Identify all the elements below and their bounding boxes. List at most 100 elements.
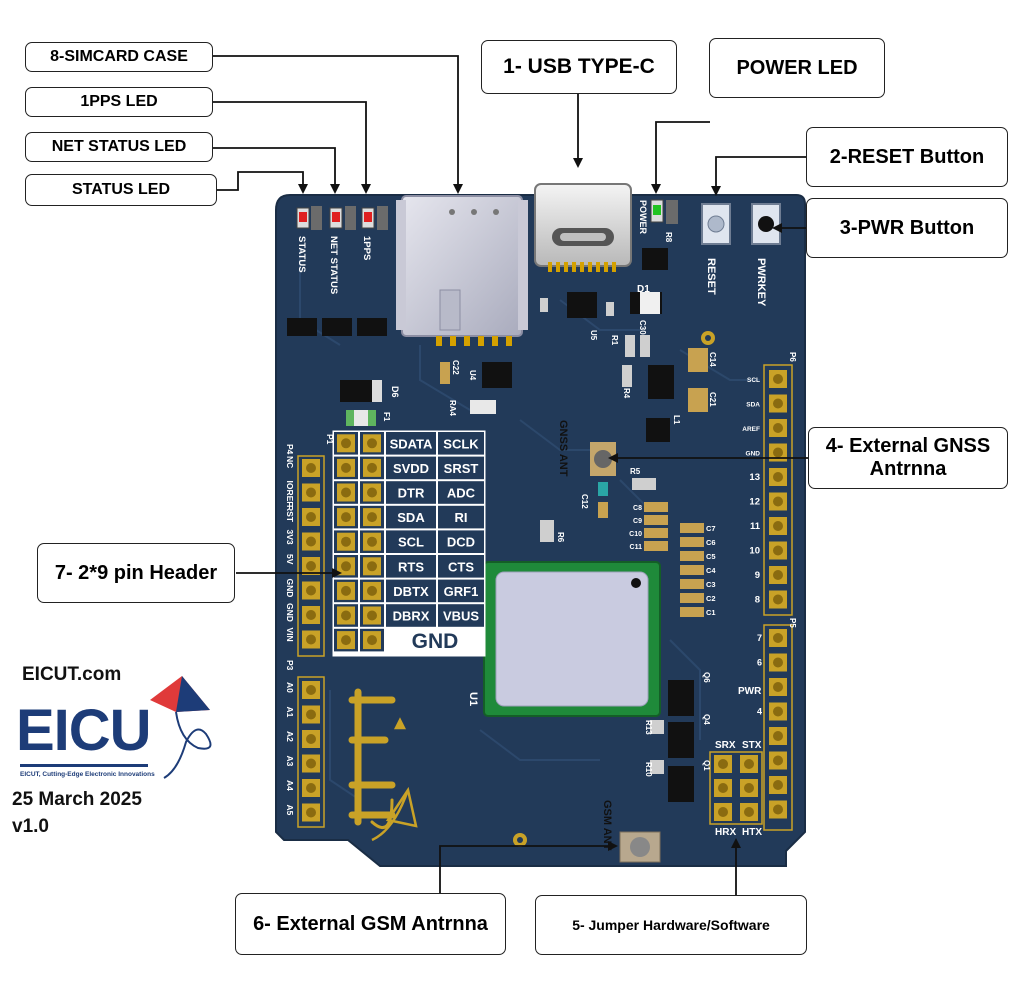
jumper-block — [709, 751, 763, 825]
leader-net-status — [212, 147, 340, 194]
p6-label: 13 — [749, 472, 760, 483]
p5-pin-1-hole — [773, 633, 783, 643]
callout-gsm-antenna: 6- External GSM Antrnna — [235, 893, 506, 955]
header-label-cell — [386, 579, 436, 603]
p3-label: A4 — [285, 780, 295, 791]
p4-label: NC — [285, 456, 295, 468]
p3-pin-3-hole — [306, 734, 316, 744]
header-label-cell — [386, 604, 436, 627]
header-pin-label: SDATA — [390, 436, 433, 451]
silk-r6: R6 — [556, 532, 565, 543]
brand-version: v1.0 — [12, 816, 49, 837]
header-label-cell — [386, 432, 436, 455]
cap-right-label: C4 — [706, 566, 716, 575]
p6-pin-9-hole — [773, 570, 783, 580]
silk-d6: D6 — [390, 386, 400, 398]
p4-label: VIN — [285, 628, 295, 642]
callout-reset-button: 2-RESET Button — [806, 127, 1008, 187]
leader-simcard — [212, 55, 463, 194]
jumper-pin-2-0-hole — [718, 807, 728, 817]
reset-button-part — [701, 203, 731, 245]
p6-pin-3-hole — [773, 423, 783, 433]
callout-jumper-text: 5- Jumper Hardware/Software — [572, 916, 770, 933]
header-p5 — [763, 624, 793, 831]
callout-usb-typec-text: 1- USB TYPE-C — [503, 54, 655, 78]
p5-label: 4 — [757, 707, 762, 717]
p5-labels: 764 — [757, 633, 762, 717]
p6-pin-10-hole — [773, 594, 783, 605]
leader-power-led — [651, 121, 710, 194]
p4-pin-6-hole — [306, 585, 316, 596]
p5-pin-3-hole — [773, 682, 783, 692]
callout-reset-button-text: 2-RESET Button — [829, 145, 985, 168]
silk-srx: SRX — [715, 740, 736, 751]
callout-pwr-button: 3-PWR Button — [806, 198, 1008, 258]
cap-mid — [644, 515, 668, 525]
p4-label: RST — [285, 505, 295, 523]
brand-site: EICUT.com — [22, 664, 122, 685]
cap-right — [680, 551, 704, 561]
cap-right-label: C2 — [706, 594, 716, 603]
p4-label: GND — [285, 579, 295, 598]
callout-status-led: STATUS LED — [25, 174, 217, 206]
p6-label: 10 — [749, 546, 760, 557]
jumper-pin-1-0-hole — [718, 783, 728, 793]
header-pin-a8-hole — [341, 610, 351, 621]
silk-gnss-ant: GNSS ANT — [557, 420, 569, 477]
header-label-cell — [438, 432, 484, 455]
cap-right — [680, 565, 704, 575]
header-label-cell — [386, 530, 436, 553]
header-pin-label: GRF1 — [444, 584, 479, 599]
leader-reset — [711, 156, 808, 196]
p6-label: GND — [746, 451, 761, 458]
leader-1pps — [212, 101, 371, 194]
callout-gnss-antenna-line1: 4- External GNSS — [825, 435, 991, 457]
header-pin-b7-hole — [367, 585, 377, 596]
callout-1pps-led-text: 1PPS LED — [80, 92, 158, 110]
p5-pin-8-hole — [773, 804, 783, 815]
p4-label: IOREF — [285, 481, 295, 507]
brand-logo-underline — [20, 764, 148, 767]
callout-net-status-led-text: NET STATUS LED — [51, 137, 187, 155]
header-pin-label: RTS — [398, 559, 424, 574]
callout-power-led: POWER LED — [709, 38, 885, 98]
silk-c22: C22 — [451, 360, 460, 375]
p3-pin-6-hole — [306, 807, 316, 818]
callout-usb-typec: 1- USB TYPE-C — [481, 40, 677, 94]
callout-gnss-antenna-line2: Antrnna — [869, 458, 947, 480]
p4-pin-4-hole — [306, 536, 316, 547]
header-pin-label: SRST — [444, 461, 479, 476]
p6-pin-5-hole — [773, 472, 783, 482]
p3-label: A0 — [285, 682, 295, 693]
p6-pin-1-hole — [773, 374, 783, 384]
header-pin-a3-hole — [341, 487, 351, 498]
p5-frame — [763, 624, 793, 831]
p3-frame — [297, 676, 325, 828]
leader-gsm — [439, 841, 618, 893]
silk-1pps: 1PPS — [361, 236, 372, 260]
silk-l1: L1 — [672, 415, 681, 425]
p4-pin-8-hole — [306, 634, 316, 645]
p3-label: A3 — [285, 756, 295, 767]
callout-pwr-button-text: 3-PWR Button — [839, 216, 975, 239]
cap-mid-label: C9 — [633, 518, 642, 525]
header-pin-b3-hole — [367, 487, 377, 498]
header-p3 — [297, 676, 325, 828]
silk-pwrkey: PWRKEY — [755, 258, 767, 307]
p6-label: 12 — [749, 497, 760, 508]
cap-mid — [644, 528, 668, 538]
header-pin-label: ADC — [447, 486, 476, 501]
header-pin-label: SVDD — [393, 461, 429, 476]
callout-jumper: 5- Jumper Hardware/Software — [535, 895, 807, 955]
silk-hrx: HRX — [715, 827, 736, 838]
silk-reset: RESET — [705, 258, 717, 295]
header-pin-a2-hole — [341, 462, 351, 473]
brand-tagline: EICUT, Cutting-Edge Electronic Innovatio… — [20, 771, 155, 778]
silk-c30: C30 — [638, 320, 647, 335]
p6-label: 8 — [755, 595, 760, 606]
p5-pin-2-hole — [773, 657, 783, 668]
p5-label: 6 — [757, 658, 762, 668]
p4-label: 5V — [285, 554, 295, 565]
silk-c14: C14 — [708, 352, 717, 367]
